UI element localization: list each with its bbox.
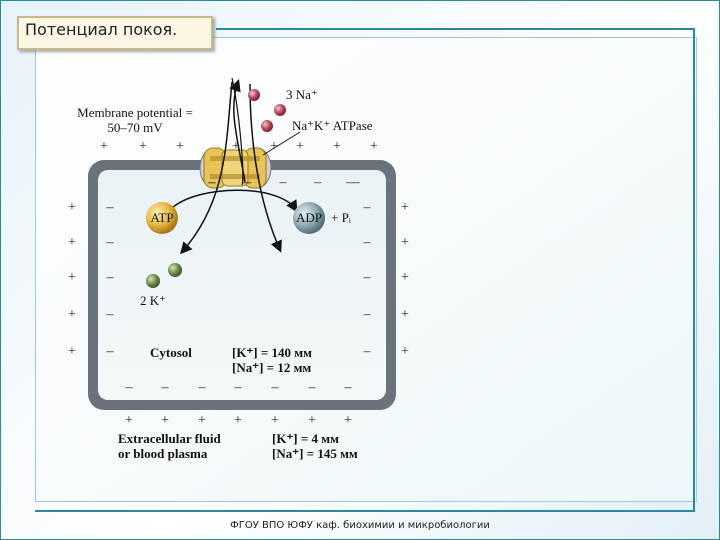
- inside-minus-bottom: –: [234, 380, 243, 395]
- outside-plus-top: +: [100, 139, 108, 154]
- outside-plus-top: +: [370, 139, 378, 154]
- outside-plus-top: +: [296, 139, 304, 154]
- k-ion-2: [146, 274, 160, 288]
- outside-plus-right: +: [401, 270, 409, 285]
- inside-minus-left: –: [106, 270, 115, 285]
- outside-plus-left: +: [68, 307, 76, 322]
- outside-plus-bottom: +: [161, 413, 169, 428]
- outside-plus-top: +: [176, 139, 184, 154]
- atpase-label: Na⁺K⁺ ATPase: [292, 118, 373, 133]
- inside-minus-right: –: [363, 344, 372, 359]
- outside-plus-bottom: +: [344, 413, 352, 428]
- atpase-pointer: [263, 132, 300, 155]
- inside-minus-top: –: [352, 175, 361, 190]
- outside-plus-right: +: [401, 235, 409, 250]
- inside-minus-right: –: [363, 235, 372, 250]
- outside-plus-top: +: [333, 139, 341, 154]
- outside-plus-bottom: +: [271, 413, 279, 428]
- inside-minus-left: –: [106, 307, 115, 322]
- inside-minus-top: –: [244, 175, 253, 190]
- inside-minus-top: –: [279, 175, 288, 190]
- extra-k-conc: [K⁺] = 4 мм: [272, 431, 339, 446]
- outside-plus-left: +: [68, 270, 76, 285]
- outside-plus-top: +: [232, 139, 240, 154]
- pi-label: + Pᵢ: [331, 210, 352, 225]
- membrane-potential-value: 50–70 mV: [107, 120, 163, 135]
- membrane-potential-label: Membrane potential =: [77, 105, 193, 120]
- footer-text: ФГОУ ВПО ЮФУ каф. биохимии и микробиолог…: [0, 520, 720, 531]
- cytosol-label: Cytosol: [150, 345, 192, 360]
- outside-plus-left: +: [68, 200, 76, 215]
- na-ion-1: [248, 89, 260, 101]
- inside-minus-bottom: –: [125, 380, 134, 395]
- extracellular-label: Extracellular fluid: [118, 431, 221, 446]
- extracellular-label-2: or blood plasma: [118, 446, 208, 461]
- inside-minus-top: –: [208, 175, 217, 190]
- extra-na-conc: [Na⁺] = 145 мм: [272, 446, 358, 461]
- outside-plus-bottom: +: [198, 413, 206, 428]
- inside-minus-bottom: –: [271, 380, 280, 395]
- na-ion-3: [261, 120, 273, 132]
- inside-minus-top: –: [314, 175, 323, 190]
- na-ion-2: [274, 104, 286, 116]
- inside-minus-left: –: [106, 235, 115, 250]
- outside-plus-left: +: [68, 344, 76, 359]
- inside-minus-bottom: –: [161, 380, 170, 395]
- inside-minus-bottom: –: [198, 380, 207, 395]
- inside-minus-right: –: [363, 307, 372, 322]
- k-ion-1: [168, 263, 182, 277]
- outside-plus-left: +: [68, 235, 76, 250]
- outside-plus-right: +: [401, 307, 409, 322]
- inside-minus-bottom: –: [344, 380, 353, 395]
- outside-plus-top: +: [270, 139, 278, 154]
- outside-plus-bottom: +: [234, 413, 242, 428]
- outside-plus-right: +: [401, 200, 409, 215]
- k-in-label: 2 K⁺: [140, 293, 166, 308]
- inside-minus-right: –: [363, 200, 372, 215]
- na-out-label: 3 Na⁺: [286, 87, 318, 102]
- outside-plus-bottom: +: [308, 413, 316, 428]
- adp-label: ADP: [296, 210, 322, 225]
- inside-minus-left: –: [106, 200, 115, 215]
- outside-plus-bottom: +: [125, 413, 133, 428]
- inside-minus-left: –: [106, 344, 115, 359]
- inside-minus-right: –: [363, 270, 372, 285]
- outside-plus-top: +: [139, 139, 147, 154]
- cytosol-na-conc: [Na⁺] = 12 мм: [232, 360, 311, 375]
- cytosol-k-conc: [K⁺] = 140 мм: [232, 345, 312, 360]
- inside-minus-bottom: –: [308, 380, 317, 395]
- outside-plus-right: +: [401, 344, 409, 359]
- atp-label: ATP: [150, 210, 173, 225]
